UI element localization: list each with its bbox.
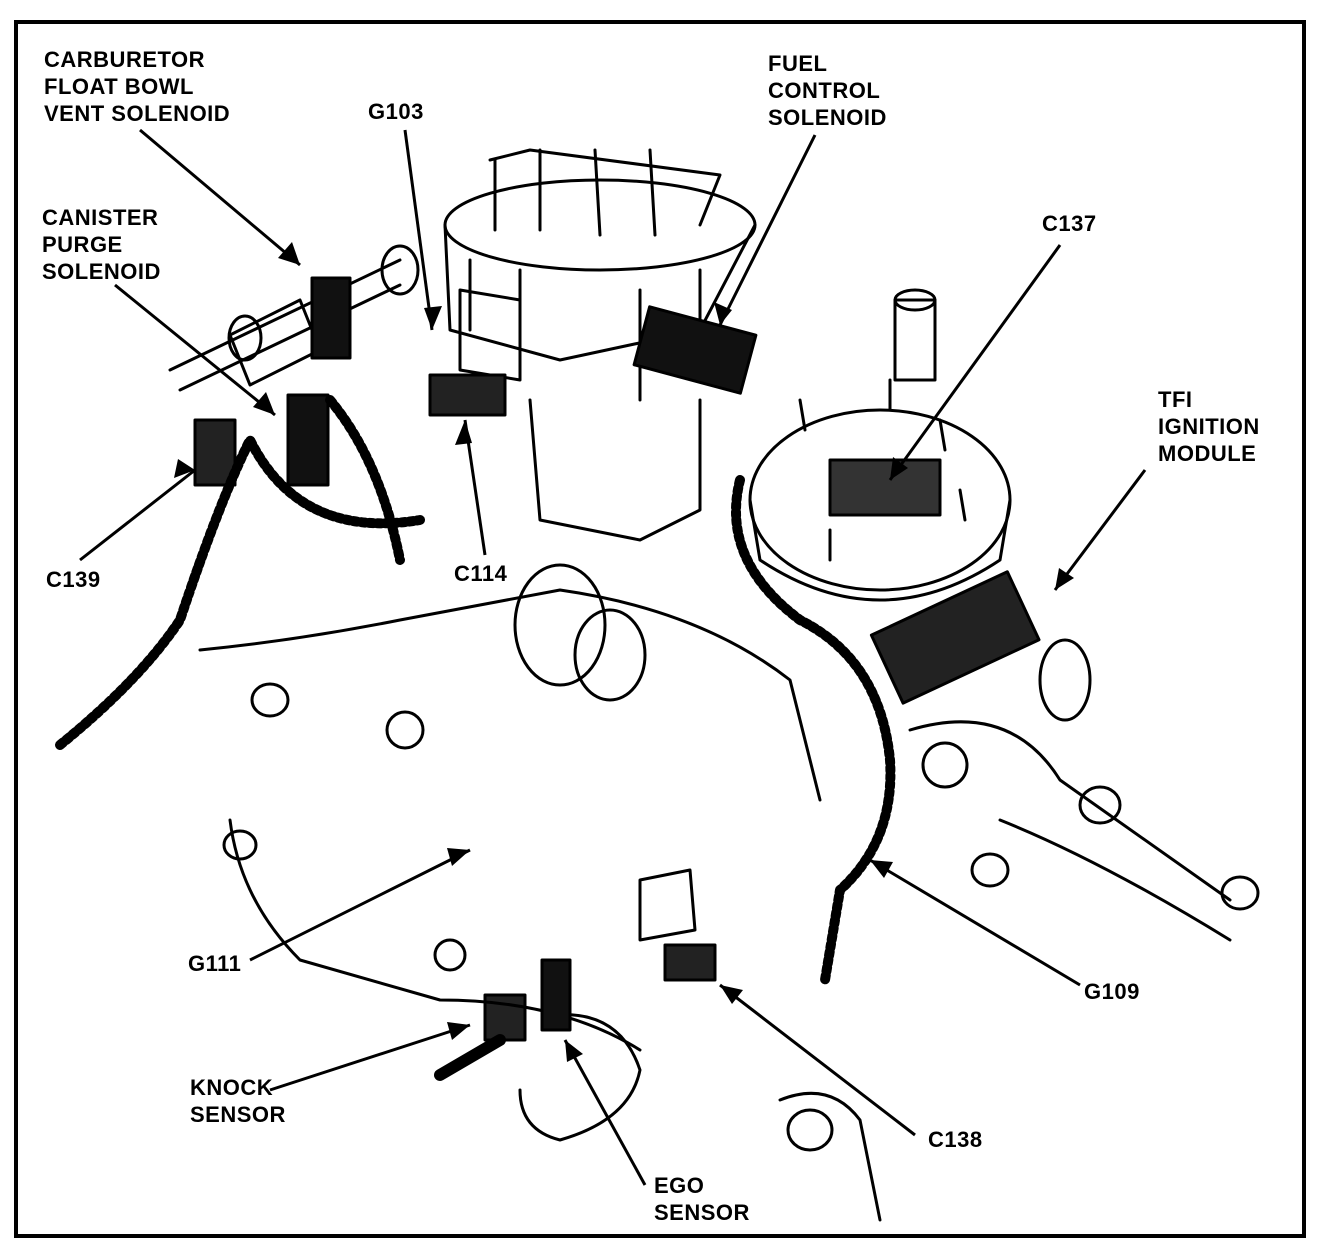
- label-c137: C137: [1042, 211, 1097, 236]
- air-hoses: [168, 244, 420, 392]
- diagram-frame: [14, 20, 1306, 1238]
- label-g109: G109: [1084, 979, 1140, 1004]
- arrowheads: [174, 242, 1074, 1062]
- sensors: [434, 868, 697, 1081]
- label-g111: G111: [188, 951, 242, 976]
- engine-block: [198, 563, 1260, 1222]
- label-g103: G103: [368, 99, 424, 124]
- solenoids: [286, 276, 758, 487]
- carburetor: [443, 148, 757, 542]
- label-c138: C138: [928, 1127, 983, 1152]
- distributor: [748, 288, 1012, 602]
- label-c114: C114: [454, 561, 508, 586]
- label-c139: C139: [46, 567, 101, 592]
- wiring-harness: [55, 395, 896, 985]
- connectors: [193, 373, 1041, 1042]
